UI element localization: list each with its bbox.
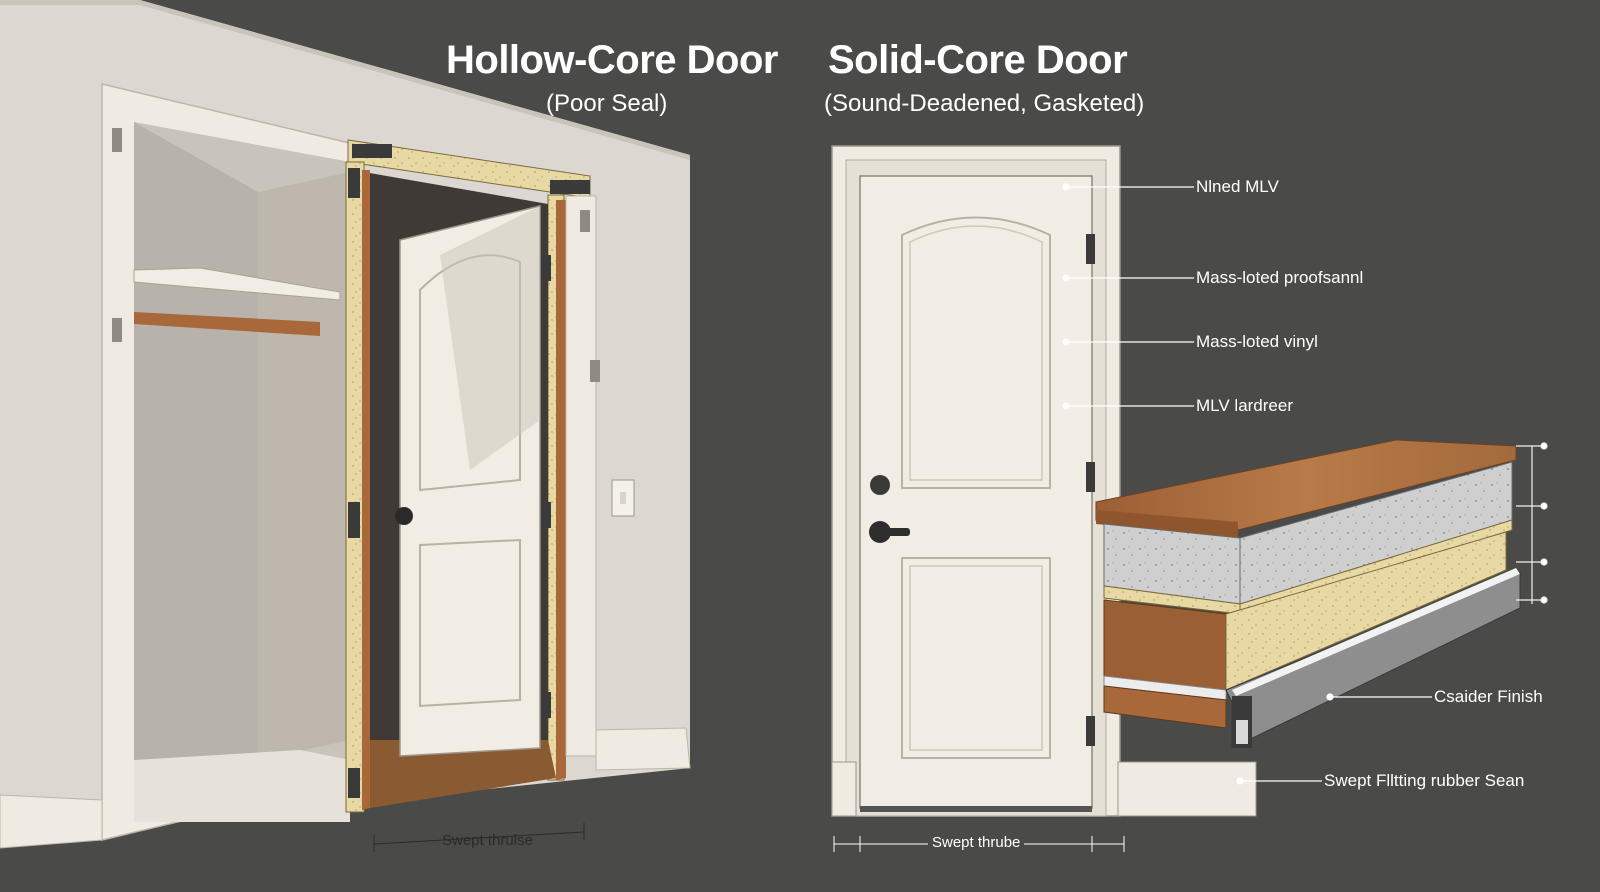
solid-door-lower-panel bbox=[901, 557, 1051, 759]
right-threshold-label: Swept thrube bbox=[928, 834, 1025, 851]
hollow-core-subtitle: (Poor Seal) bbox=[546, 90, 668, 117]
callout-mlv-layer: MLV lardreer bbox=[1196, 396, 1293, 415]
deadbolt-icon bbox=[870, 475, 890, 495]
frame-hinge-left-1 bbox=[348, 502, 360, 538]
door-casing-wood-right bbox=[556, 200, 566, 780]
door-sweep-seal bbox=[860, 806, 1092, 812]
hollow-core-door-scene bbox=[0, 0, 691, 852]
solid-door-upper-panel-inner bbox=[909, 225, 1043, 481]
baseboard-solid-left bbox=[831, 761, 857, 817]
frame-header-bracket-2 bbox=[550, 180, 590, 194]
solid-core-title: Solid-Core Door bbox=[828, 38, 1128, 82]
callout-mass-loaded-vinyl: Mass-loted vinyl bbox=[1196, 332, 1318, 351]
frame-header-bracket-1 bbox=[352, 144, 392, 158]
baseboard-solid-right bbox=[1117, 761, 1257, 817]
callout-mass-loaded-proof: Mass-loted proofsannl bbox=[1196, 268, 1364, 287]
left-threshold-label: Swept thrulse bbox=[442, 832, 533, 849]
door-casing-right bbox=[565, 195, 597, 757]
section-wood-base bbox=[1103, 685, 1227, 729]
solid-hinge-2 bbox=[1086, 462, 1095, 492]
wall-bracket-3 bbox=[580, 210, 590, 232]
hinge-2 bbox=[541, 502, 551, 528]
solid-core-subtitle: (Sound-Deadened, Gasketed) bbox=[824, 90, 1145, 117]
hinge-3 bbox=[541, 692, 551, 718]
frame-hinge-left-3 bbox=[348, 168, 360, 198]
section-insulation-side bbox=[1225, 531, 1507, 691]
wall-bracket-1 bbox=[112, 128, 122, 152]
callout-lined-mlv: Nlned MLV bbox=[1196, 177, 1279, 196]
light-switch-toggle bbox=[620, 492, 626, 504]
closet-floor bbox=[134, 750, 350, 822]
hollow-core-title: Hollow-Core Door bbox=[446, 38, 778, 82]
solid-hinge-3 bbox=[1086, 716, 1095, 746]
wall-bracket-4 bbox=[590, 360, 600, 382]
section-gasket-profile-inner bbox=[1236, 720, 1248, 744]
door-jamb-left-insulation bbox=[345, 161, 365, 813]
baseboard-left bbox=[0, 794, 103, 849]
section-gasket-top bbox=[1232, 568, 1520, 696]
door-knob bbox=[395, 507, 413, 525]
door-lower-panel bbox=[419, 538, 521, 708]
door-shadow bbox=[440, 206, 540, 470]
callout-finish: Csaider Finish bbox=[1434, 687, 1543, 706]
door-casing-wood-left bbox=[362, 170, 370, 810]
solid-door-panel bbox=[859, 175, 1093, 809]
hinge-1 bbox=[541, 255, 551, 281]
wall-bracket-2 bbox=[112, 318, 122, 342]
lever-handle-icon bbox=[880, 528, 910, 536]
section-wood-top-front bbox=[1096, 510, 1238, 538]
solid-hinge-1 bbox=[1086, 234, 1095, 264]
section-wood-block bbox=[1103, 599, 1227, 691]
closet-shadow bbox=[134, 122, 258, 822]
callout-rubber-seal: Swept Flltting rubber Sean bbox=[1324, 771, 1525, 790]
callout-leaders bbox=[1062, 183, 1432, 785]
baseboard-right bbox=[595, 727, 691, 771]
solid-core-door-scene bbox=[831, 145, 1548, 852]
frame-hinge-left-2 bbox=[348, 768, 360, 798]
closet-shelf bbox=[133, 267, 341, 301]
solid-door-upper-panel bbox=[901, 216, 1051, 489]
closet-rod bbox=[134, 312, 320, 336]
closet-back-wall bbox=[258, 172, 350, 760]
solid-door-lower-panel-inner bbox=[909, 565, 1043, 751]
left-threshold-dimension bbox=[373, 823, 585, 852]
section-vertical-dimension bbox=[1516, 442, 1548, 604]
interior-floor bbox=[370, 740, 556, 808]
